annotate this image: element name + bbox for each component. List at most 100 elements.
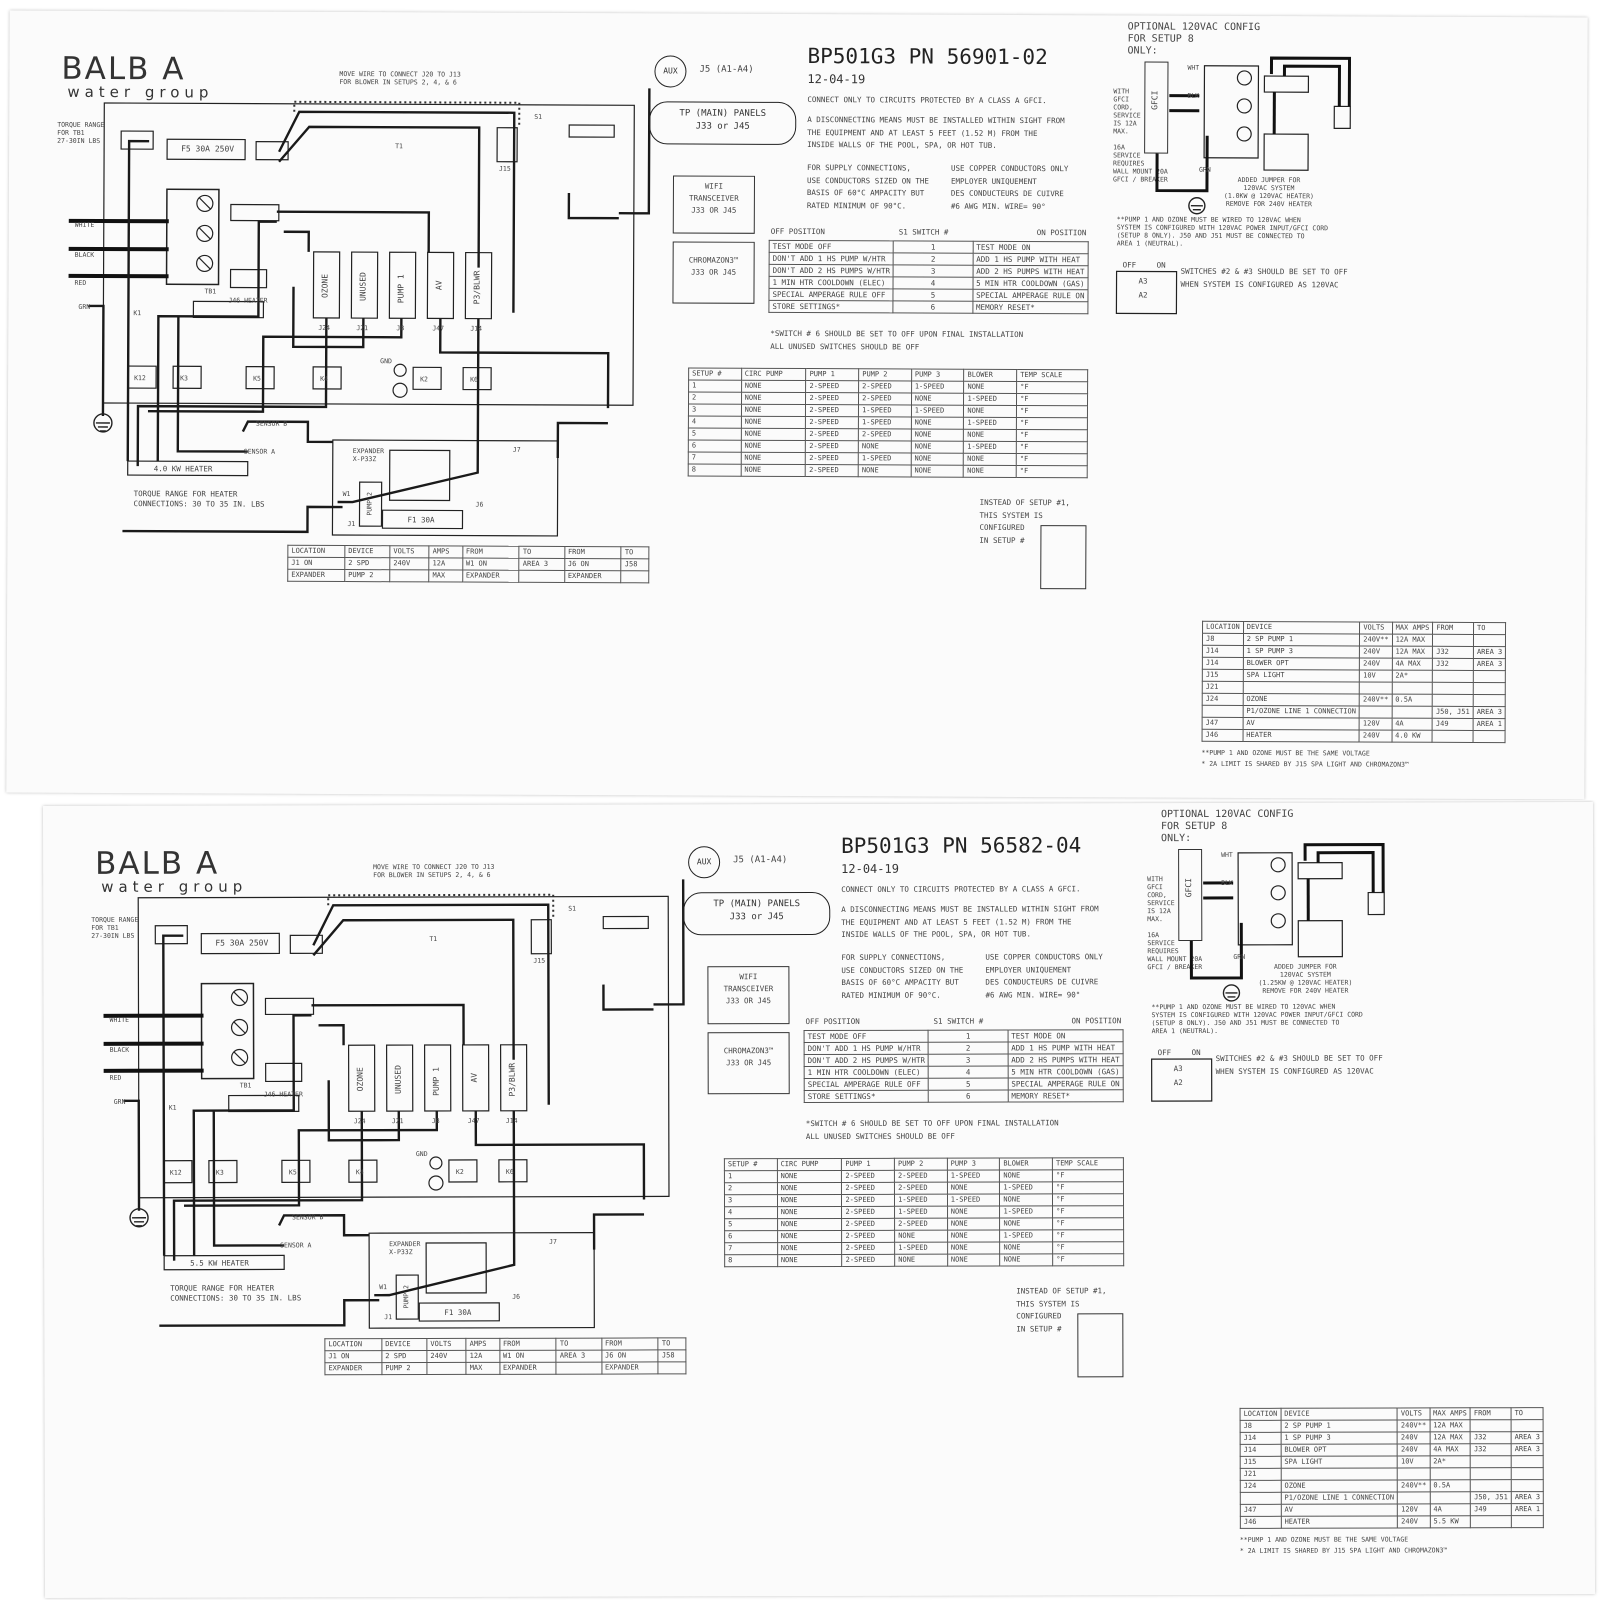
switch-off-text: DON'T ADD 1 HS PUMP W/HTR [769,252,894,265]
added-jumper-note: ADDED JUMPER FOR 120VAC SYSTEM (1.25KW @… [1258,962,1353,995]
sheet-56901-02: BALB A water group TORQUE RANGE FOR TB1 … [6,10,1588,800]
expander-table-header-cell: TO [556,1338,602,1351]
relay-pump1: PUMP 1 [396,274,406,304]
setup-table-cell: NONE [911,452,964,466]
setup-table-cell: °F [1052,1253,1124,1266]
switch-number: 4 [928,1066,1008,1079]
expander-table-cell: J58 [621,558,649,571]
torque-heater-note: TORQUE RANGE FOR HEATER CONNECTIONS: 30 … [133,489,265,509]
location-table-cell: J47 [1202,717,1243,730]
relay-p3-blwr: P3/BLWR [507,1062,517,1097]
expander-table-cell [658,1361,686,1374]
setup-table-cell: 8 [724,1254,778,1267]
location-table-cell: J8 [1202,633,1244,646]
location-table-row: J21 [1240,1467,1544,1481]
setup-table-cell: 2-SPEED [806,380,859,393]
location-table-cell: 240V [1359,657,1392,671]
switch-number: 2 [893,252,973,266]
location-table-cell: 2 SP PUMP 1 [1280,1419,1398,1433]
location-table-header-cell: DEVICE [1243,621,1360,634]
expander-table-cell: PUMP 2 [381,1362,427,1375]
setup-table-cell: 1-SPEED [858,416,912,429]
switch-off-text: DON'T ADD 2 HS PUMPS W/HTR [804,1054,929,1067]
jack-j21: J21 [356,324,369,333]
location-table-cell [1470,1467,1512,1480]
setup-table-cell: NONE [999,1217,1053,1231]
expander-table-cell: PUMP 2 [344,569,390,582]
switch-header-off: OFF POSITION [805,1016,860,1027]
setup-table-cell: 1-SPEED [1000,1229,1053,1243]
location-table-cell: AREA 1 [1511,1503,1544,1516]
k4-label: K4 [355,1168,364,1177]
location-table-header-cell: TO [1511,1407,1544,1420]
switch-on-text: ADD 1 HS PUMP WITH HEAT [1007,1041,1124,1055]
location-table-cell: AREA 1 [1473,718,1506,731]
j1-label: J1 [347,520,356,529]
relay-av: AV [434,280,444,291]
jack-j47: J47 [467,1116,480,1125]
balboa-logo: BALB A [61,50,186,88]
k12-label: K12 [169,1168,182,1177]
location-table-cell: 2 SP PUMP 1 [1243,633,1360,646]
j7-label: J7 [512,445,521,454]
switch-off-text: TEST MODE OFF [769,240,894,253]
wiring-diagram-sheet: BALB A water group TORQUE RANGE FOR TB1 … [6,10,1588,800]
location-table-cell: AV [1242,717,1360,730]
j15-label: J15 [533,956,546,965]
location-table-cell: J24 [1240,1480,1281,1493]
location-table-cell: J21 [1240,1468,1281,1481]
location-table-cell [1470,1479,1512,1492]
location-table-cell: 0.5A [1429,1479,1471,1492]
setup-table-cell: 1-SPEED [963,417,1017,430]
setup-table-cell: 2-SPEED [841,1194,895,1207]
move-wire-note: MOVE WIRE TO CONNECT J20 TO J13 FOR BLOW… [339,70,461,87]
expander-table-cell: EXPANDER [499,1362,557,1375]
setup-table-cell: 1 [688,380,742,393]
location-table-cell: J50, J51 [1432,706,1474,719]
location-table-cell [1397,1467,1430,1480]
sensor-b-label: SENSOR B [255,419,288,428]
expander-fuse-label: F1 30A [444,1307,472,1317]
location-table-cell: AREA 3 [1511,1491,1544,1504]
torque-tb1-note: TORQUE RANGE FOR TB1 27-30IN LBS [91,915,139,940]
switches-120vac-note: SWITCHES #2 & #3 SHOULD BE SET TO OFF WH… [1215,1053,1383,1076]
setup-number-box [1077,1313,1124,1378]
sensor-b-label: SENSOR B [292,1213,324,1222]
location-table-cell: 1 SP PUMP 3 [1280,1431,1398,1445]
location-table-cell: AREA 3 [1473,646,1506,659]
switch-number: 1 [928,1030,1008,1043]
location-table-cell: 4A [1429,1503,1471,1516]
offon-off: OFF [1122,260,1137,270]
switch-number: 6 [928,1090,1008,1103]
expander-table-cell: J6 ON [564,558,622,571]
switch-header-num: S1 SWITCH # [933,1016,984,1026]
expander-table-cell [621,570,649,583]
setup-table-cell: 1-SPEED [911,380,965,394]
location-table-cell: 10V [1397,1455,1430,1468]
switch-off-text: DON'T ADD 1 HS PUMP W/HTR [804,1042,929,1055]
setup-table-cell: °F [1016,465,1088,478]
jack-j24: J24 [318,323,331,332]
location-table-header-cell: MAX AMPS [1429,1407,1471,1420]
expander-table-cell: EXPANDER [564,570,622,583]
location-table-cell [1397,1491,1430,1504]
location-table-cell: J32 [1432,646,1474,659]
j15-label: J15 [499,164,511,173]
location-table-cell: 2A* [1429,1455,1471,1468]
jack-j24: J24 [353,1117,366,1126]
setup-table-header-cell: TEMP SCALE [1016,369,1088,382]
